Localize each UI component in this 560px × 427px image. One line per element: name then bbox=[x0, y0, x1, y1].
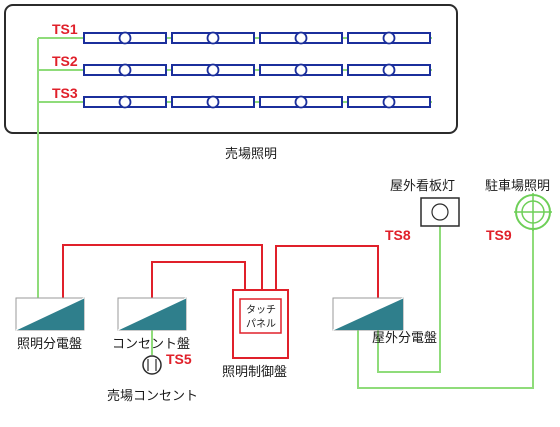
ts3-label: TS3 bbox=[52, 85, 78, 101]
sign-light-label: 屋外看板灯 bbox=[390, 178, 455, 194]
touch-panel-line1: タッチ bbox=[246, 304, 276, 316]
light-fixtures bbox=[83, 31, 431, 109]
outlet-icon bbox=[142, 355, 162, 375]
touch-panel bbox=[239, 298, 282, 334]
light-fixture bbox=[83, 63, 167, 77]
control-panel-label: 照明制御盤 bbox=[222, 365, 287, 380]
light-fixture bbox=[83, 31, 167, 45]
control-lines bbox=[62, 244, 379, 298]
ts2-label: TS2 bbox=[52, 53, 78, 69]
outdoor-feeder-lines bbox=[151, 226, 534, 389]
light-fixture bbox=[171, 31, 255, 45]
light-fixture bbox=[347, 63, 431, 77]
parking-light-label: 駐車場照明 bbox=[485, 179, 550, 194]
lighting-panel-label: 照明分電盤 bbox=[17, 337, 82, 352]
touch-panel-line2: パネル bbox=[246, 318, 276, 330]
ts1-label: TS1 bbox=[52, 21, 78, 37]
light-fixture bbox=[259, 31, 343, 45]
light-fixture bbox=[171, 95, 255, 109]
outdoor-panel-label: 屋外分電盤 bbox=[372, 331, 437, 346]
sign-light-icon bbox=[420, 197, 460, 227]
light-fixture bbox=[259, 63, 343, 77]
lighting-control-panel bbox=[232, 289, 289, 359]
parking-light-icon bbox=[514, 193, 552, 231]
sales-floor-enclosure bbox=[4, 4, 458, 134]
light-fixture bbox=[171, 63, 255, 77]
row-feeder-lines bbox=[37, 37, 432, 298]
light-fixture bbox=[259, 95, 343, 109]
outdoor-distribution-panel bbox=[332, 297, 404, 331]
ts5-label: TS5 bbox=[166, 351, 192, 367]
light-fixture bbox=[83, 95, 167, 109]
lighting-distribution-panel bbox=[15, 297, 85, 331]
light-fixture bbox=[347, 95, 431, 109]
sales-floor-lighting-title: 売場照明 bbox=[225, 146, 277, 162]
outlet-panel bbox=[117, 297, 187, 331]
outlet-panel-label: コンセント盤 bbox=[112, 337, 190, 352]
ts8-label: TS8 bbox=[385, 227, 411, 243]
sales-outlet-label: 売場コンセント bbox=[107, 388, 198, 404]
light-fixture bbox=[347, 31, 431, 45]
ts9-label: TS9 bbox=[486, 227, 512, 243]
